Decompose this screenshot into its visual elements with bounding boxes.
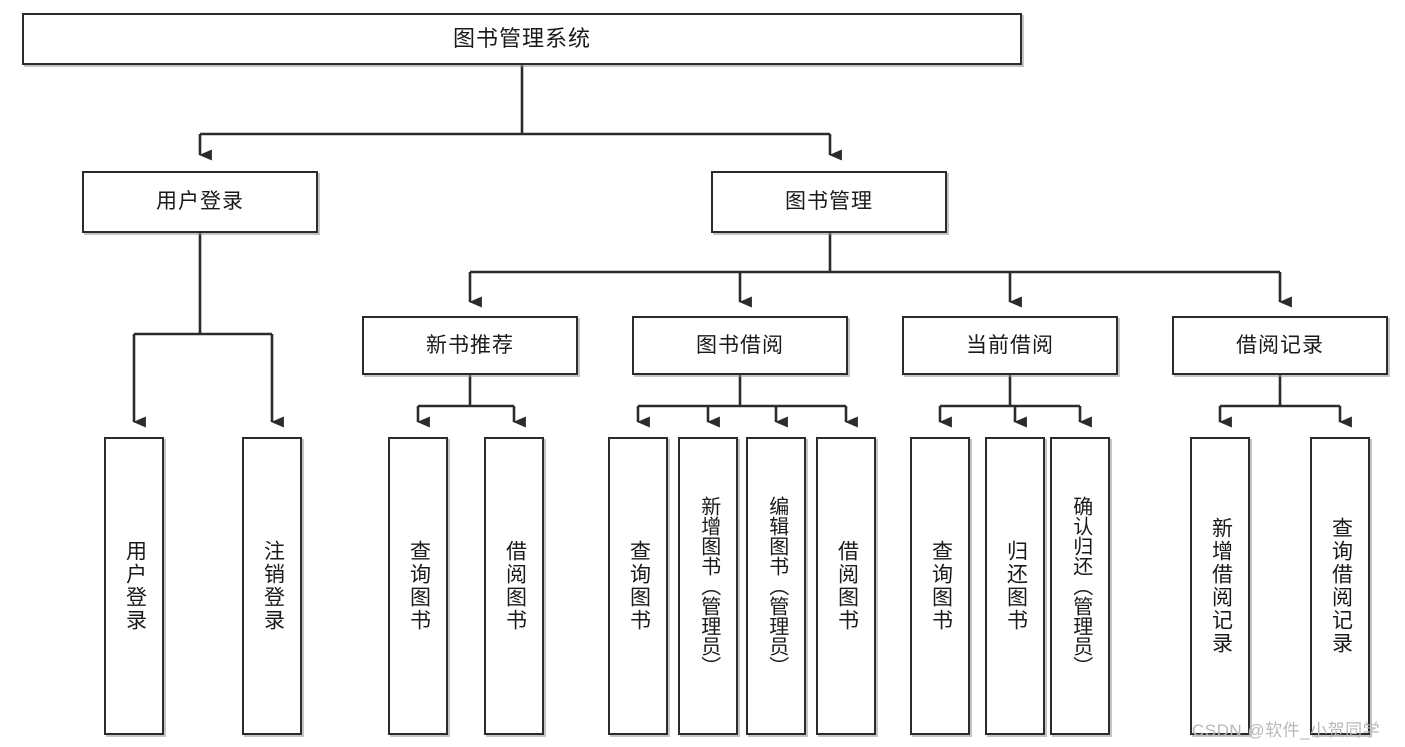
node-label: 查询借阅记录 bbox=[1329, 517, 1353, 655]
node-label: 用户登录 bbox=[156, 190, 244, 214]
node-leaf-return-book[interactable]: 归还图书 bbox=[985, 437, 1045, 735]
node-book-borrow[interactable]: 图书借阅 bbox=[632, 316, 848, 375]
node-label: 编辑图书（管理员） bbox=[765, 496, 788, 676]
node-leaf-query-book-2[interactable]: 查询图书 bbox=[608, 437, 668, 735]
node-leaf-add-borrow-record[interactable]: 新增借阅记录 bbox=[1190, 437, 1250, 735]
node-label: 归还图书 bbox=[1004, 540, 1028, 632]
node-label: 用户登录 bbox=[123, 540, 147, 632]
node-leaf-add-book-admin[interactable]: 新增图书（管理员） bbox=[678, 437, 738, 735]
node-label: 借阅图书 bbox=[835, 540, 859, 632]
node-label: 查询图书 bbox=[407, 540, 431, 632]
node-book-manage[interactable]: 图书管理 bbox=[711, 171, 947, 233]
node-label: 查询图书 bbox=[929, 540, 953, 632]
node-label: 确认归还（管理员） bbox=[1069, 496, 1092, 676]
node-leaf-user-login[interactable]: 用户登录 bbox=[104, 437, 164, 735]
node-label: 查询图书 bbox=[627, 540, 651, 632]
node-label: 图书管理 bbox=[785, 190, 873, 214]
node-label: 新增借阅记录 bbox=[1209, 517, 1233, 655]
node-label: 图书借阅 bbox=[696, 333, 784, 357]
node-new-book-recommend[interactable]: 新书推荐 bbox=[362, 316, 578, 375]
node-leaf-borrow-book-2[interactable]: 借阅图书 bbox=[816, 437, 876, 735]
node-leaf-query-book-1[interactable]: 查询图书 bbox=[388, 437, 448, 735]
node-current-borrow[interactable]: 当前借阅 bbox=[902, 316, 1118, 375]
node-root-system[interactable]: 图书管理系统 bbox=[22, 13, 1022, 65]
node-label: 新书推荐 bbox=[426, 333, 514, 357]
node-label: 注销登录 bbox=[261, 540, 285, 632]
node-label: 新增图书（管理员） bbox=[697, 496, 720, 676]
node-leaf-confirm-return-admin[interactable]: 确认归还（管理员） bbox=[1050, 437, 1110, 735]
node-label: 图书管理系统 bbox=[452, 25, 591, 51]
node-leaf-logout-login[interactable]: 注销登录 bbox=[242, 437, 302, 735]
node-leaf-borrow-book-1[interactable]: 借阅图书 bbox=[484, 437, 544, 735]
node-leaf-query-borrow-record[interactable]: 查询借阅记录 bbox=[1310, 437, 1370, 735]
node-leaf-query-book-3[interactable]: 查询图书 bbox=[910, 437, 970, 735]
node-label: 借阅记录 bbox=[1236, 333, 1324, 357]
node-user-login[interactable]: 用户登录 bbox=[82, 171, 318, 233]
node-borrow-record[interactable]: 借阅记录 bbox=[1172, 316, 1388, 375]
csdn-watermark: CSDN @软件_小贺同学 bbox=[1192, 721, 1381, 740]
node-label: 当前借阅 bbox=[966, 333, 1054, 357]
node-leaf-edit-book-admin[interactable]: 编辑图书（管理员） bbox=[746, 437, 806, 735]
node-label: 借阅图书 bbox=[503, 540, 527, 632]
